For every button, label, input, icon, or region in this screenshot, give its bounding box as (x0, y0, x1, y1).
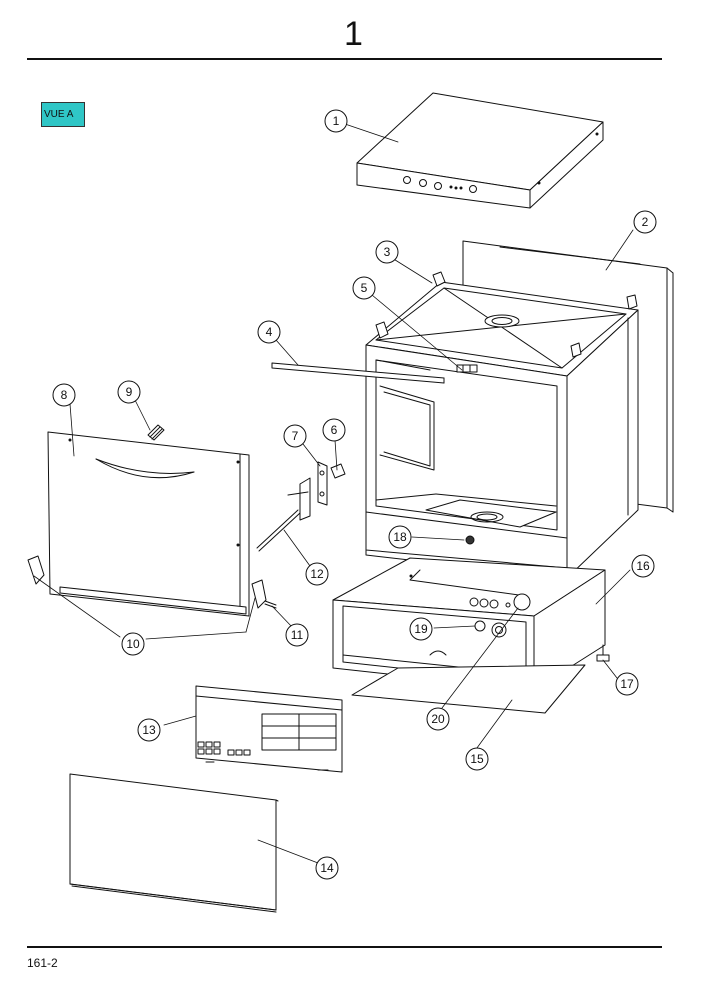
callout-17: 17 (620, 677, 634, 691)
callout-11: 11 (291, 628, 304, 642)
callout-9: 9 (126, 385, 133, 399)
callout-6: 6 (331, 423, 338, 437)
part-top-cover (356, 92, 604, 209)
callout-circles (52, 109, 657, 880)
part-front-panel (69, 773, 279, 913)
part-foot (596, 644, 610, 662)
header-rule (27, 58, 662, 60)
callout-4: 4 (266, 325, 273, 339)
callout-2: 2 (642, 215, 649, 229)
callout-1: 1 (333, 114, 340, 128)
part-rail (271, 362, 445, 384)
callout-5: 5 (361, 281, 368, 295)
part-control-panel (195, 685, 343, 773)
callout-8: 8 (61, 388, 68, 402)
page-number: 1 (344, 15, 363, 53)
part-door (47, 431, 250, 617)
part-clip (330, 463, 346, 479)
callout-15: 15 (470, 752, 484, 766)
callout-20: 20 (431, 712, 445, 726)
callout-19: 19 (414, 622, 428, 636)
callout-numbers: 1 2 3 5 4 6 7 8 9 10 11 12 13 14 15 16 1… (61, 114, 650, 875)
callout-13: 13 (142, 723, 156, 737)
view-label-badge: VUE A (41, 102, 85, 127)
part-pin (264, 600, 277, 609)
part-floor-plate (351, 664, 586, 714)
part-rod (256, 509, 301, 552)
callout-18: 18 (393, 530, 407, 544)
part-hinge-pin (147, 424, 165, 441)
callout-14: 14 (320, 861, 334, 875)
callout-12: 12 (310, 567, 324, 581)
footer-code: 161-2 (27, 956, 58, 970)
callout-10: 10 (126, 637, 140, 651)
callout-3: 3 (384, 245, 391, 259)
part-main-frame (365, 271, 639, 579)
part-latch-bracket (287, 461, 328, 521)
footer-rule (27, 946, 662, 948)
callout-16: 16 (636, 559, 650, 573)
callout-7: 7 (292, 429, 299, 443)
leader-lines (33, 123, 634, 864)
part-door-hinges (27, 555, 267, 609)
